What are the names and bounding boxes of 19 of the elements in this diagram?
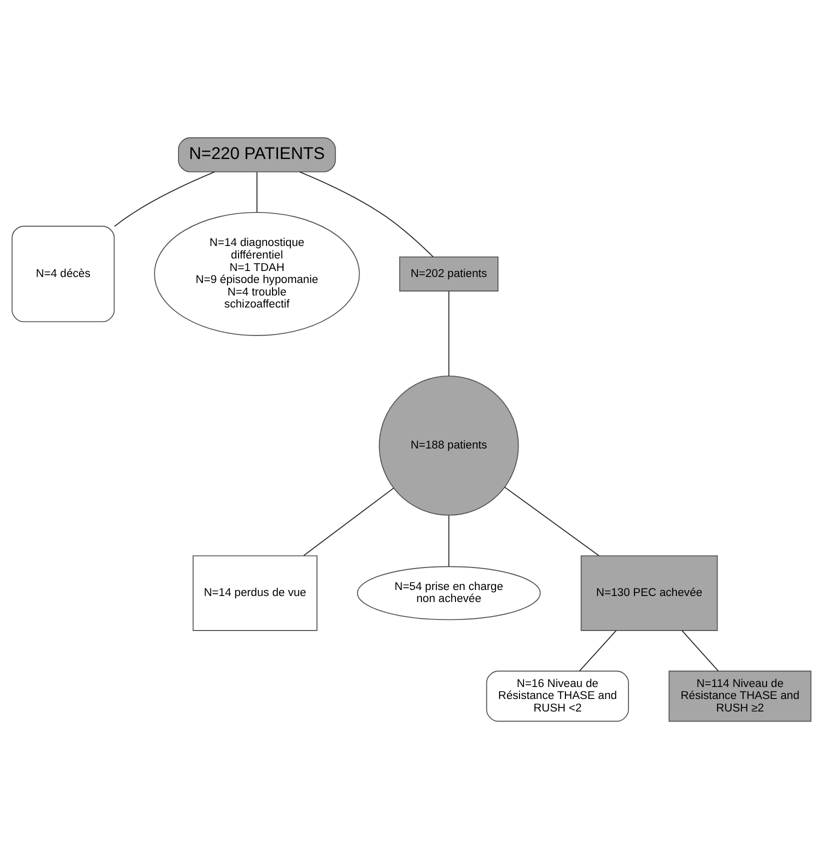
node-box: N=220 PATIENTS bbox=[178, 137, 336, 172]
connector bbox=[448, 290, 450, 376]
node-circle: N=188 patients bbox=[378, 376, 519, 516]
node-ellipse: N=14 diagnostique différentiel N=1 TDAH N=9 épisode hypomanie N=4 trouble schizoaffectif bbox=[154, 212, 360, 336]
connector bbox=[578, 630, 617, 672]
node-box: N=4 décès bbox=[12, 226, 115, 322]
connector bbox=[114, 171, 216, 227]
node-box: N=114 Niveau de Résistance THASE and RUSH ≥2 bbox=[668, 670, 812, 722]
node-box: N=130 PEC achevée bbox=[580, 555, 718, 631]
connector bbox=[504, 486, 600, 556]
node-box: N=14 perdus de vue bbox=[192, 555, 318, 631]
node-box: N=16 Niveau de Résistance THASE and RUSH <2 bbox=[486, 670, 629, 722]
connector bbox=[299, 171, 434, 258]
node-box: N=202 patients bbox=[399, 256, 498, 292]
connector bbox=[303, 488, 394, 556]
connector bbox=[448, 515, 450, 567]
connector bbox=[256, 172, 258, 213]
connector bbox=[682, 630, 719, 672]
node-ellipse: N=54 prise en charge non achevée bbox=[356, 566, 541, 620]
